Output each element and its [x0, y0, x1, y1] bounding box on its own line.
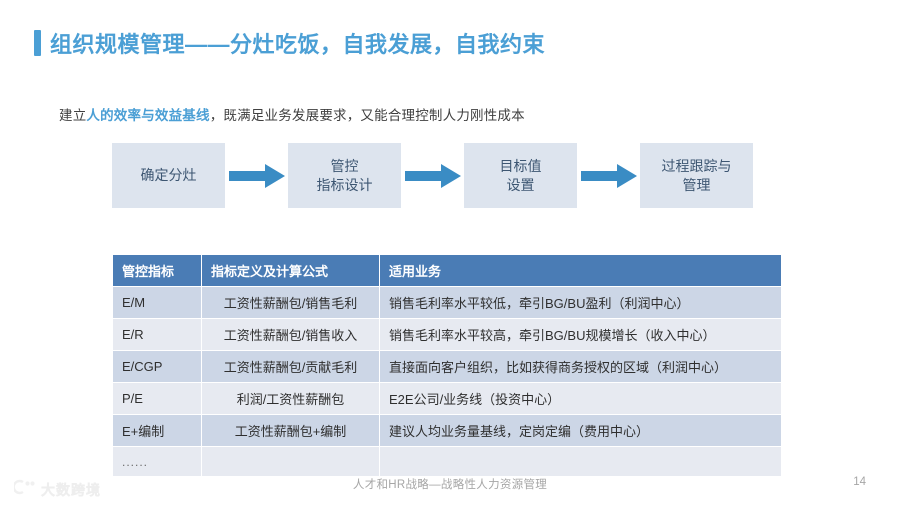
cell-scope: [380, 447, 781, 476]
page-title: 组织规模管理——分灶吃饭，自我发展，自我约束: [34, 26, 545, 60]
flow-step-2-line2: 指标设计: [316, 176, 373, 193]
cell-definition: 利润/工资性薪酬包: [202, 383, 379, 414]
subtitle-highlight: 人的效率与效益基线: [86, 108, 210, 123]
title-accent-bar: [34, 30, 41, 56]
flow-arrow-2-icon: [401, 161, 464, 191]
metrics-table: 管控指标 指标定义及计算公式 适用业务 E/M 工资性薪酬包/销售毛利 销售毛利…: [112, 254, 782, 477]
cell-scope: 销售毛利率水平较低，牵引BG/BU盈利（利润中心）: [380, 287, 781, 318]
subtitle-tail: ，既满足业务发展要求，又能合理控制人力刚性成本: [209, 108, 525, 123]
cell-metric: E/M: [113, 287, 201, 318]
cell-metric: E/R: [113, 319, 201, 350]
table-header-scope: 适用业务: [380, 255, 781, 286]
cell-definition: [202, 447, 379, 476]
table-row: P/E 利润/工资性薪酬包 E2E公司/业务线（投资中心）: [113, 383, 781, 414]
process-flow: 确定分灶 管控 指标设计 目标值 设置 过程跟踪与 管理: [112, 143, 753, 208]
footer-note: 人才和HR战略—战略性人力资源管理: [352, 479, 548, 491]
flow-step-2-line1: 管控: [330, 157, 359, 174]
cell-definition: 工资性薪酬包/销售毛利: [202, 287, 379, 318]
table-header-row: 管控指标 指标定义及计算公式 适用业务: [113, 255, 781, 286]
flow-step-3-line2: 设置: [506, 176, 535, 193]
table-header-metric: 管控指标: [113, 255, 201, 286]
table-row: E/R 工资性薪酬包/销售收入 销售毛利率水平较高，牵引BG/BU规模增长（收入…: [113, 319, 781, 350]
title-text: 组织规模管理——分灶吃饭，自我发展，自我约束: [50, 32, 546, 57]
flow-step-4-line1: 过程跟踪与: [661, 157, 732, 174]
cell-definition: 工资性薪酬包/销售收入: [202, 319, 379, 350]
cell-definition: 工资性薪酬包/贡献毛利: [202, 351, 379, 382]
table-row: E/CGP 工资性薪酬包/贡献毛利 直接面向客户组织，比如获得商务授权的区域（利…: [113, 351, 781, 382]
table-row: E+编制 工资性薪酬包+编制 建议人均业务量基线，定岗定编（费用中心）: [113, 415, 781, 446]
subtitle: 建立人的效率与效益基线，既满足业务发展要求，又能合理控制人力刚性成本: [59, 104, 525, 124]
flow-step-4-line2: 管理: [682, 176, 711, 193]
flow-step-1-line1: 确定分灶: [140, 167, 197, 184]
flow-step-4: 过程跟踪与 管理: [640, 143, 753, 208]
table-row: E/M 工资性薪酬包/销售毛利 销售毛利率水平较低，牵引BG/BU盈利（利润中心…: [113, 287, 781, 318]
cell-metric: P/E: [113, 383, 201, 414]
cell-scope: E2E公司/业务线（投资中心）: [380, 383, 781, 414]
cell-metric: ......: [113, 447, 201, 476]
page-number: 14: [853, 476, 866, 488]
cell-metric: E/CGP: [113, 351, 201, 382]
cell-metric: E+编制: [113, 415, 201, 446]
cell-definition: 工资性薪酬包+编制: [202, 415, 379, 446]
flow-arrow-1-icon: [225, 161, 288, 191]
cell-scope: 建议人均业务量基线，定岗定编（费用中心）: [380, 415, 781, 446]
table-row: ......: [113, 447, 781, 476]
cell-scope: 销售毛利率水平较高，牵引BG/BU规模增长（收入中心）: [380, 319, 781, 350]
flow-step-2: 管控 指标设计: [288, 143, 401, 208]
flow-arrow-3-icon: [577, 161, 640, 191]
flow-step-1: 确定分灶: [112, 143, 225, 208]
subtitle-lead: 建立: [59, 108, 87, 123]
flow-step-3: 目标值 设置: [464, 143, 577, 208]
flow-step-3-line1: 目标值: [499, 157, 542, 174]
table-header-definition: 指标定义及计算公式: [202, 255, 379, 286]
cell-scope: 直接面向客户组织，比如获得商务授权的区域（利润中心）: [380, 351, 781, 382]
